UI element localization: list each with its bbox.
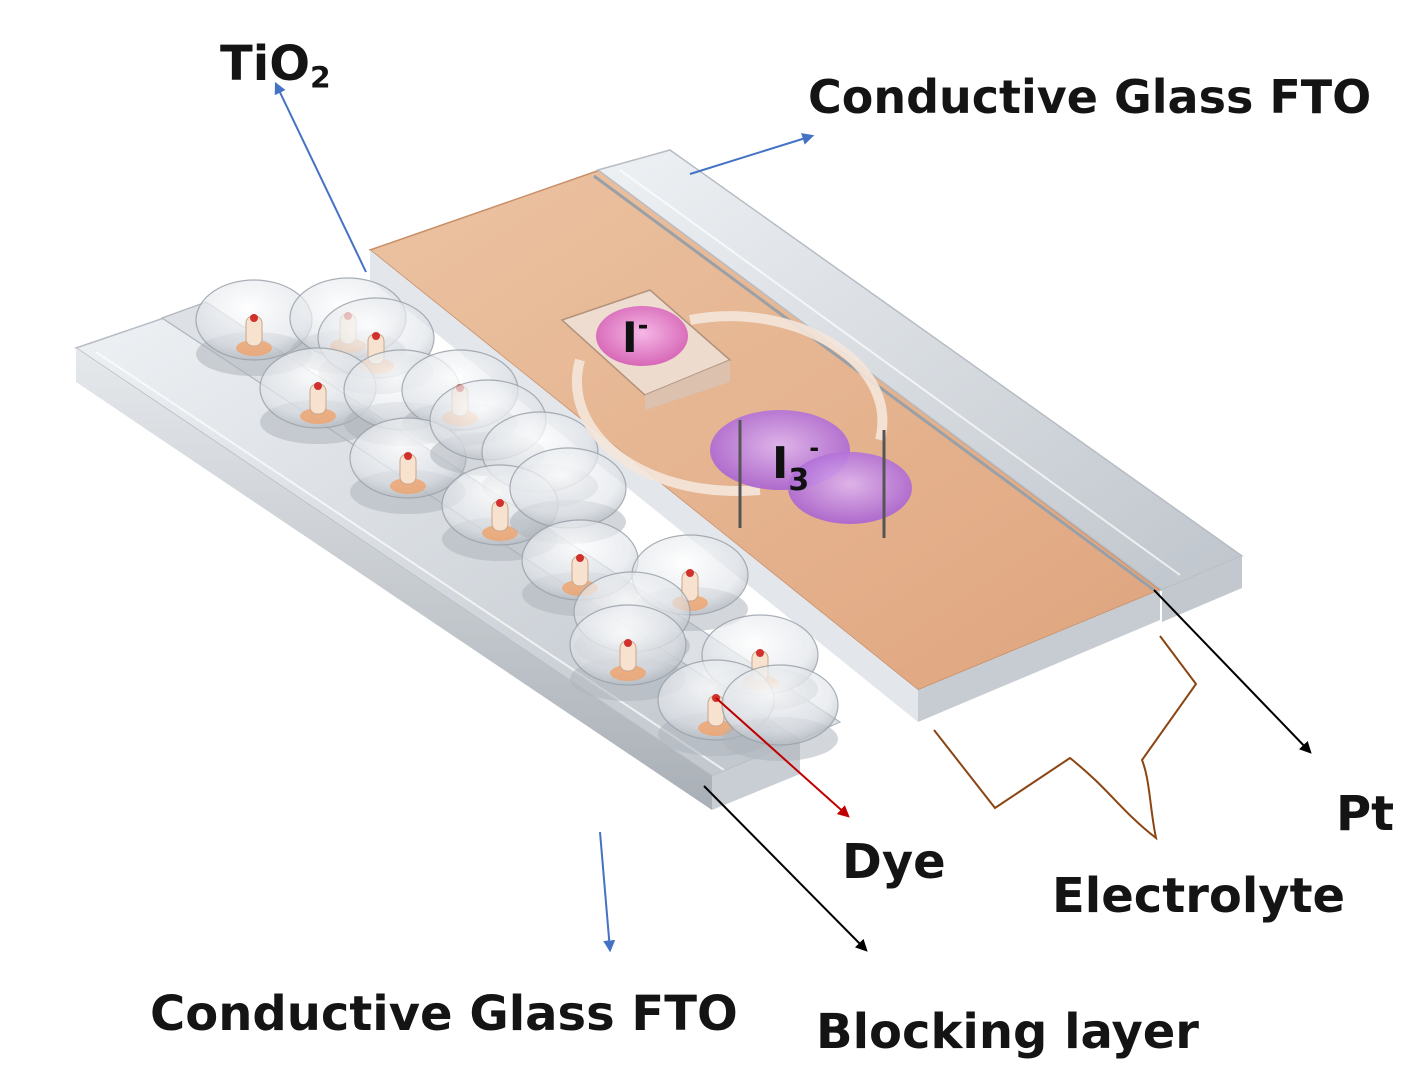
arrow-fto-top xyxy=(689,133,815,175)
triiodide-label: I3- xyxy=(772,434,819,498)
dye-dot xyxy=(372,332,380,340)
dye-glow xyxy=(482,525,518,541)
tio2-particle-shell xyxy=(721,664,839,746)
tio2-particle xyxy=(721,664,839,761)
dye-dot xyxy=(496,499,504,507)
label-electrolyte: Electrolyte xyxy=(1052,868,1346,924)
arrow-blocking-layer xyxy=(703,785,868,952)
iodide-ion: I- xyxy=(560,289,732,410)
dye-dot xyxy=(624,639,632,647)
tio2-particle-shell xyxy=(509,447,627,529)
arrow-fto-bottom xyxy=(599,831,616,953)
tio2-particle xyxy=(569,604,687,701)
dye-dot xyxy=(576,554,584,562)
label-conductive-glass-fto-bottom: Conductive Glass FTO xyxy=(150,986,738,1042)
dye-dot xyxy=(686,569,694,577)
tio2-particle xyxy=(259,347,377,444)
arrow-pt xyxy=(1153,589,1312,754)
dye-dot xyxy=(404,452,412,460)
dye-glow xyxy=(610,665,646,681)
label-tio2: TiO2 xyxy=(220,36,331,96)
dye-glow xyxy=(236,340,272,356)
fto-glass-top-plate xyxy=(596,149,1244,622)
redox-arrow-bottom xyxy=(571,358,761,496)
iodide-label: I- xyxy=(622,311,648,362)
redox-arrow-top xyxy=(689,311,888,442)
dye-glow xyxy=(698,720,734,736)
tio2-particles xyxy=(195,277,839,761)
label-blocking-layer: Blocking layer xyxy=(816,1004,1199,1060)
triiodide-ion: I3- xyxy=(710,410,912,538)
redox-cycle: I- I3- xyxy=(560,289,912,538)
dye-dot xyxy=(250,314,258,322)
label-pt: Pt xyxy=(1336,786,1395,842)
dye-glow xyxy=(300,408,336,424)
dye-dot xyxy=(314,382,322,390)
label-dye: Dye xyxy=(842,834,946,890)
dye-glow xyxy=(390,478,426,494)
electrolyte-brace xyxy=(933,635,1198,841)
label-conductive-glass-fto-top: Conductive Glass FTO xyxy=(808,70,1372,124)
dye-dot xyxy=(756,649,764,657)
arrow-tio2 xyxy=(274,81,367,273)
arrow-dye xyxy=(715,697,850,818)
